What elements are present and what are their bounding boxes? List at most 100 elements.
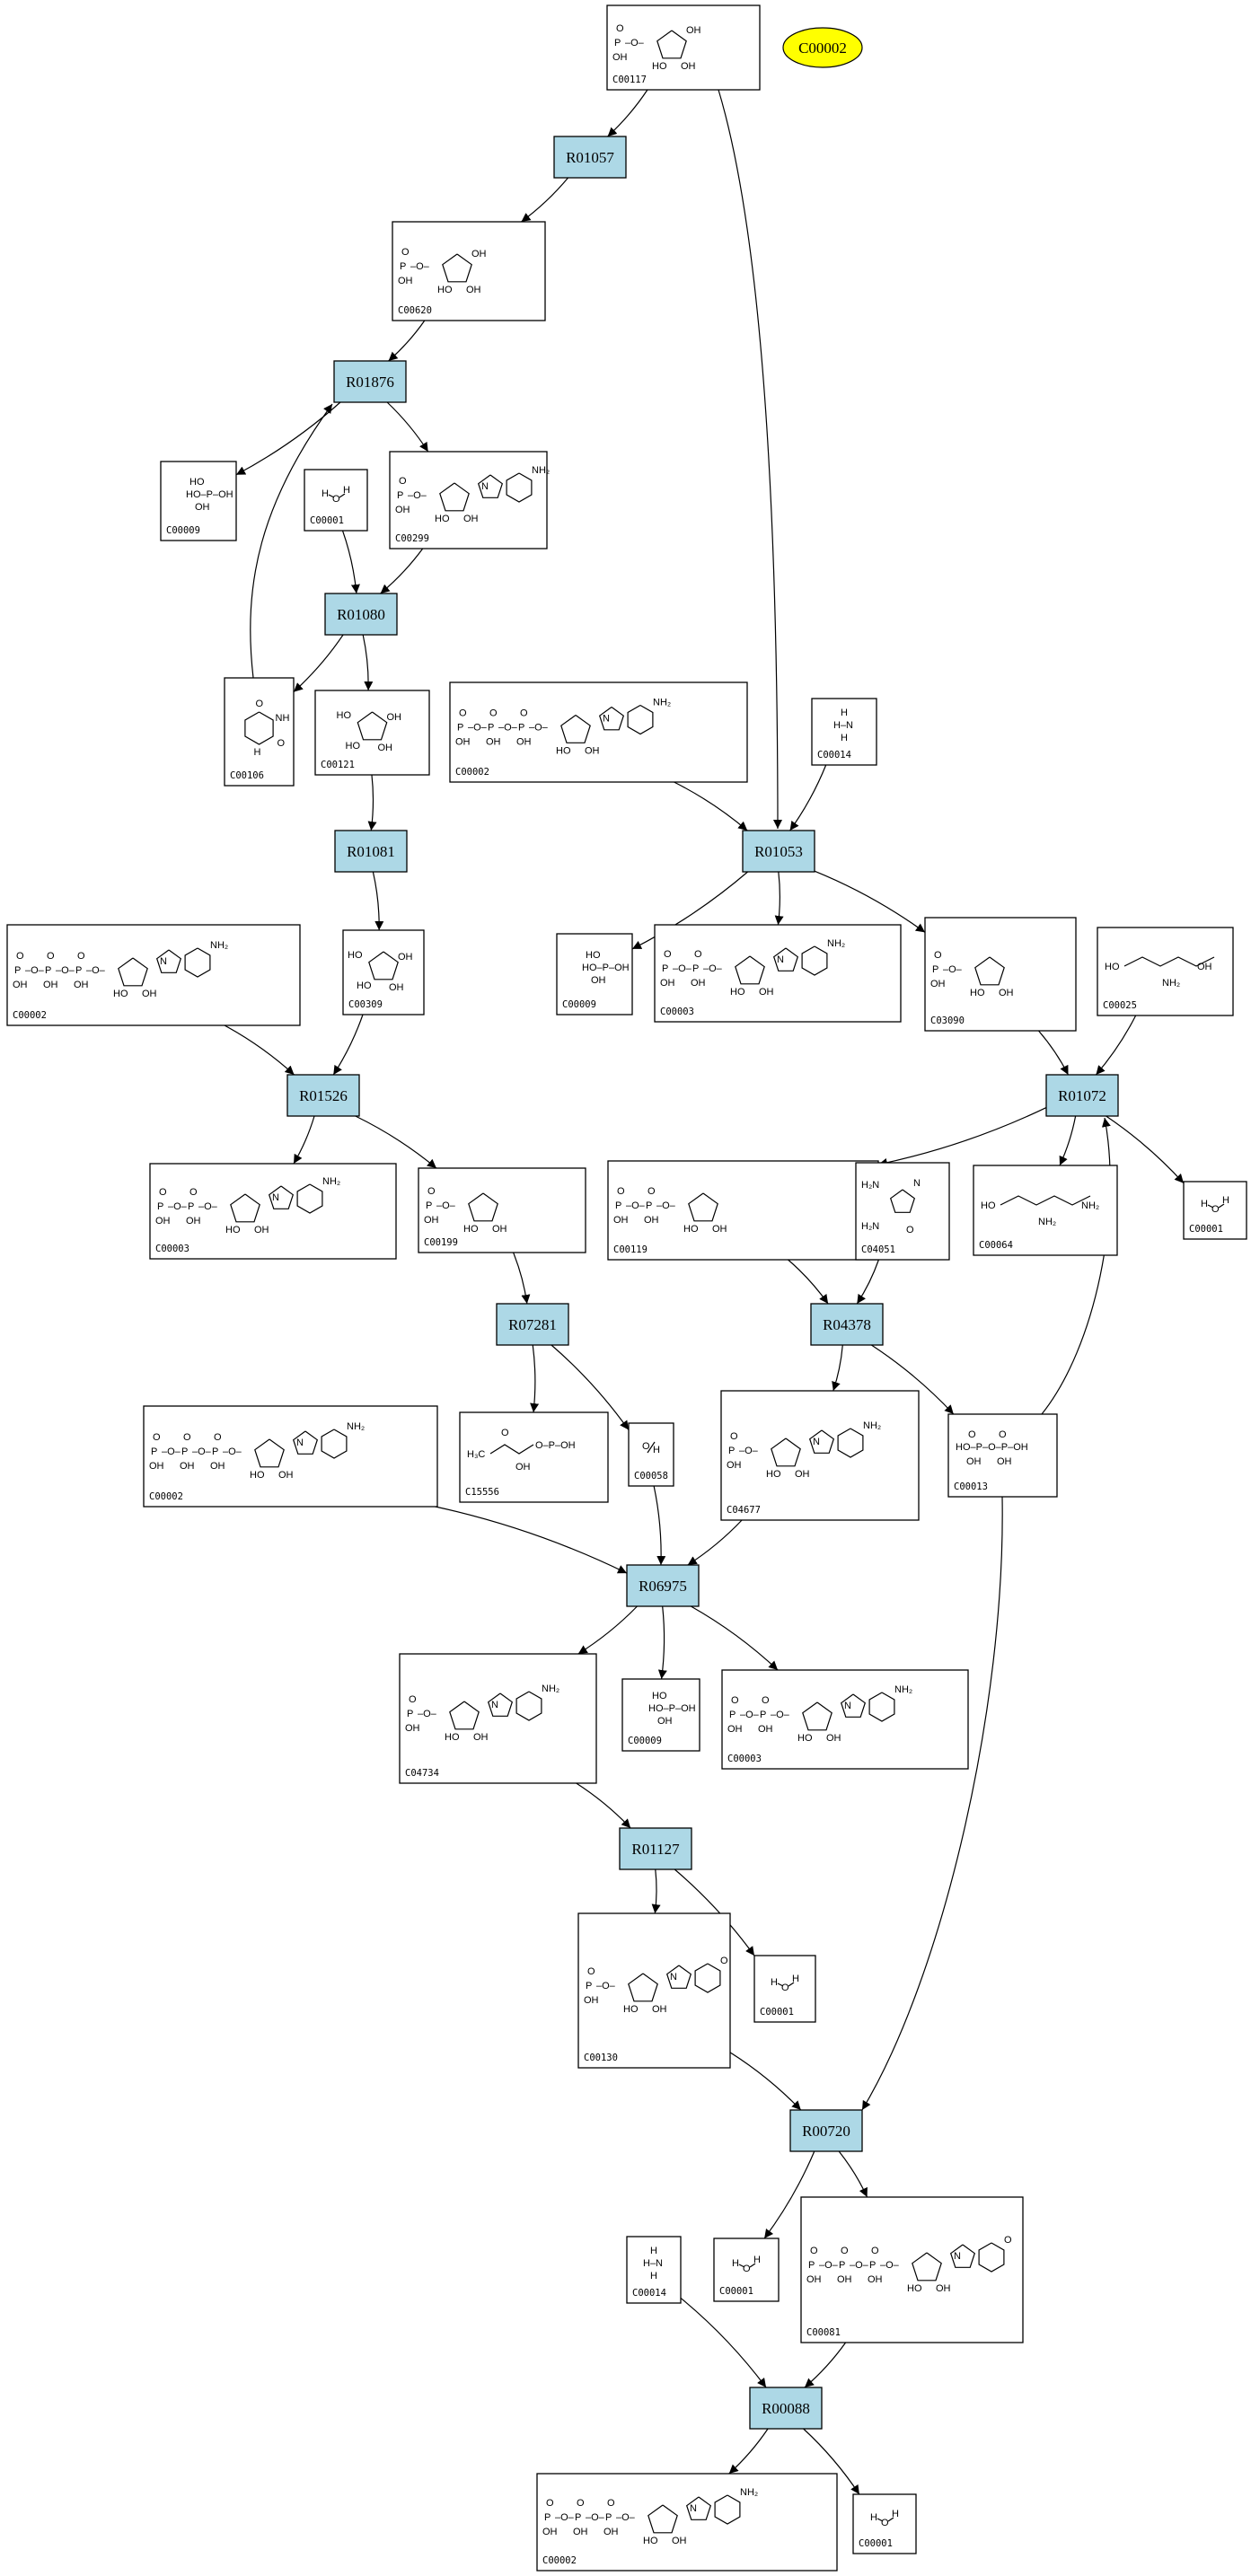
compound-frame (626, 2236, 682, 2304)
atom-label: OH (806, 2274, 822, 2285)
atom-label: P (544, 2512, 551, 2523)
atom-label: NH₂ (827, 938, 845, 949)
compound-id: C00009 (628, 1736, 662, 1746)
reaction-R06975[interactable]: R06975 (626, 1564, 700, 1607)
bond (598, 707, 625, 731)
bond (296, 1183, 323, 1214)
atom-label: –O– (162, 1446, 181, 1457)
atom-label: –O– (436, 1200, 456, 1211)
atom-label: OH (74, 980, 89, 990)
atom-label: –O– (56, 965, 75, 976)
bond (487, 1692, 514, 1717)
reaction-R01876[interactable]: R01876 (333, 360, 407, 403)
compound-frame (556, 933, 633, 1015)
compound-id: C00013 (954, 1481, 988, 1492)
atom-label: OH (712, 1224, 727, 1235)
reaction-R01080[interactable]: R01080 (324, 593, 398, 636)
atom-label: HO (346, 741, 361, 752)
atom-label: OH (612, 52, 628, 63)
reaction-R01072[interactable]: R01072 (1045, 1074, 1119, 1117)
atom-label: OH (759, 987, 774, 998)
compound-id: C00025 (1103, 1000, 1137, 1011)
reaction-R01526[interactable]: R01526 (286, 1074, 360, 1117)
atom-label: N (296, 1437, 304, 1448)
atom-label: N (670, 1972, 677, 1983)
reaction-R01081[interactable]: R01081 (334, 830, 408, 873)
bond (772, 947, 799, 971)
compound-frame (1183, 1181, 1247, 1240)
bond (868, 1692, 895, 1722)
atom-label: OH (210, 1461, 225, 1472)
reaction-R01057[interactable]: R01057 (553, 136, 627, 179)
atom-label: P (488, 723, 494, 734)
atom-label: O–P–OH (535, 1440, 576, 1451)
bond (339, 493, 346, 498)
atom-label: O (1211, 1204, 1220, 1215)
edge-arrow (1106, 1115, 1185, 1184)
bond (837, 1428, 864, 1458)
edge-arrow (691, 1605, 779, 1671)
atom-label: O (616, 23, 624, 34)
reaction-R01127[interactable]: R01127 (619, 1827, 692, 1870)
bond (771, 1437, 801, 1467)
atom-label: H₂N (861, 1180, 879, 1191)
atom-label: N (813, 1437, 820, 1447)
reaction-R00720[interactable]: R00720 (789, 2109, 863, 2152)
edge-arrow (235, 401, 341, 476)
reaction-R04378[interactable]: R04378 (810, 1303, 884, 1346)
reaction-R01053[interactable]: R01053 (742, 830, 815, 873)
reaction-R07281[interactable]: R07281 (496, 1303, 569, 1346)
atom-label: OH (13, 980, 28, 990)
compound-frame (160, 461, 237, 541)
reaction-R00088[interactable]: R00088 (749, 2387, 823, 2430)
atom-label: O (881, 2518, 889, 2528)
atom-label: OH (455, 737, 471, 748)
atom-label: O (617, 1186, 625, 1197)
bond (647, 1441, 656, 1454)
edge-arrow (653, 1485, 666, 1566)
atom-label: OH (997, 1456, 1012, 1467)
bond (949, 2244, 976, 2268)
